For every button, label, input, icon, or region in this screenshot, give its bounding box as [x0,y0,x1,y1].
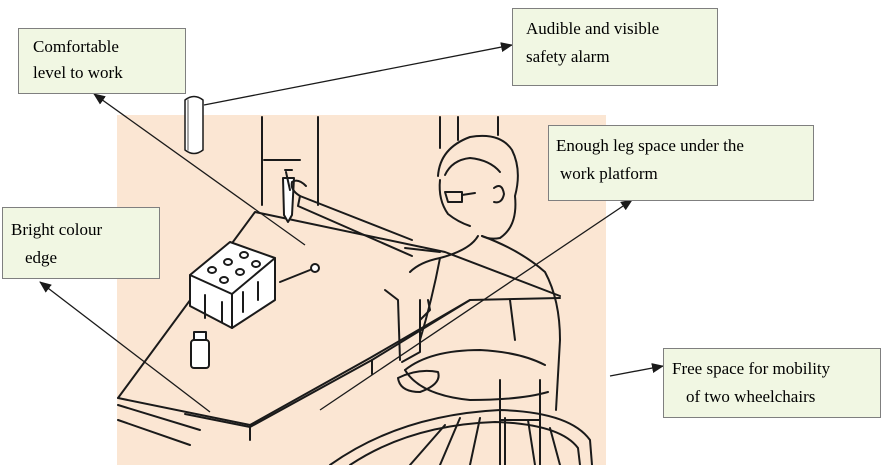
callout-bright-edge: Bright colour edge [2,207,160,279]
callout-edge-line1: Bright colour [11,218,102,242]
safety-alarm-device [185,97,203,154]
callout-alarm-line2: safety alarm [526,45,610,69]
callout-free-space: Free space for mobility of two wheelchai… [663,348,881,418]
callout-safety-alarm: Audible and visible safety alarm [512,8,718,86]
callout-leg-space: Enough leg space under the work platform [548,125,814,201]
callout-freespace-line1: Free space for mobility [672,357,830,381]
callout-comfortable-line1: Comfortable [33,35,119,59]
arrow-freespace [610,366,663,376]
callout-legspace-line1: Enough leg space under the [556,134,744,158]
callout-freespace-line2: of two wheelchairs [686,385,815,409]
callout-alarm-line1: Audible and visible [526,17,659,41]
reagent-bottle [191,332,209,368]
callout-legspace-line2: work platform [560,162,658,186]
callout-comfortable-level: Comfortable level to work [18,28,186,94]
callout-comfortable-line2: level to work [33,61,123,85]
callout-edge-line2: edge [25,246,57,270]
arrow-alarm [204,45,512,105]
pipette [283,170,294,222]
